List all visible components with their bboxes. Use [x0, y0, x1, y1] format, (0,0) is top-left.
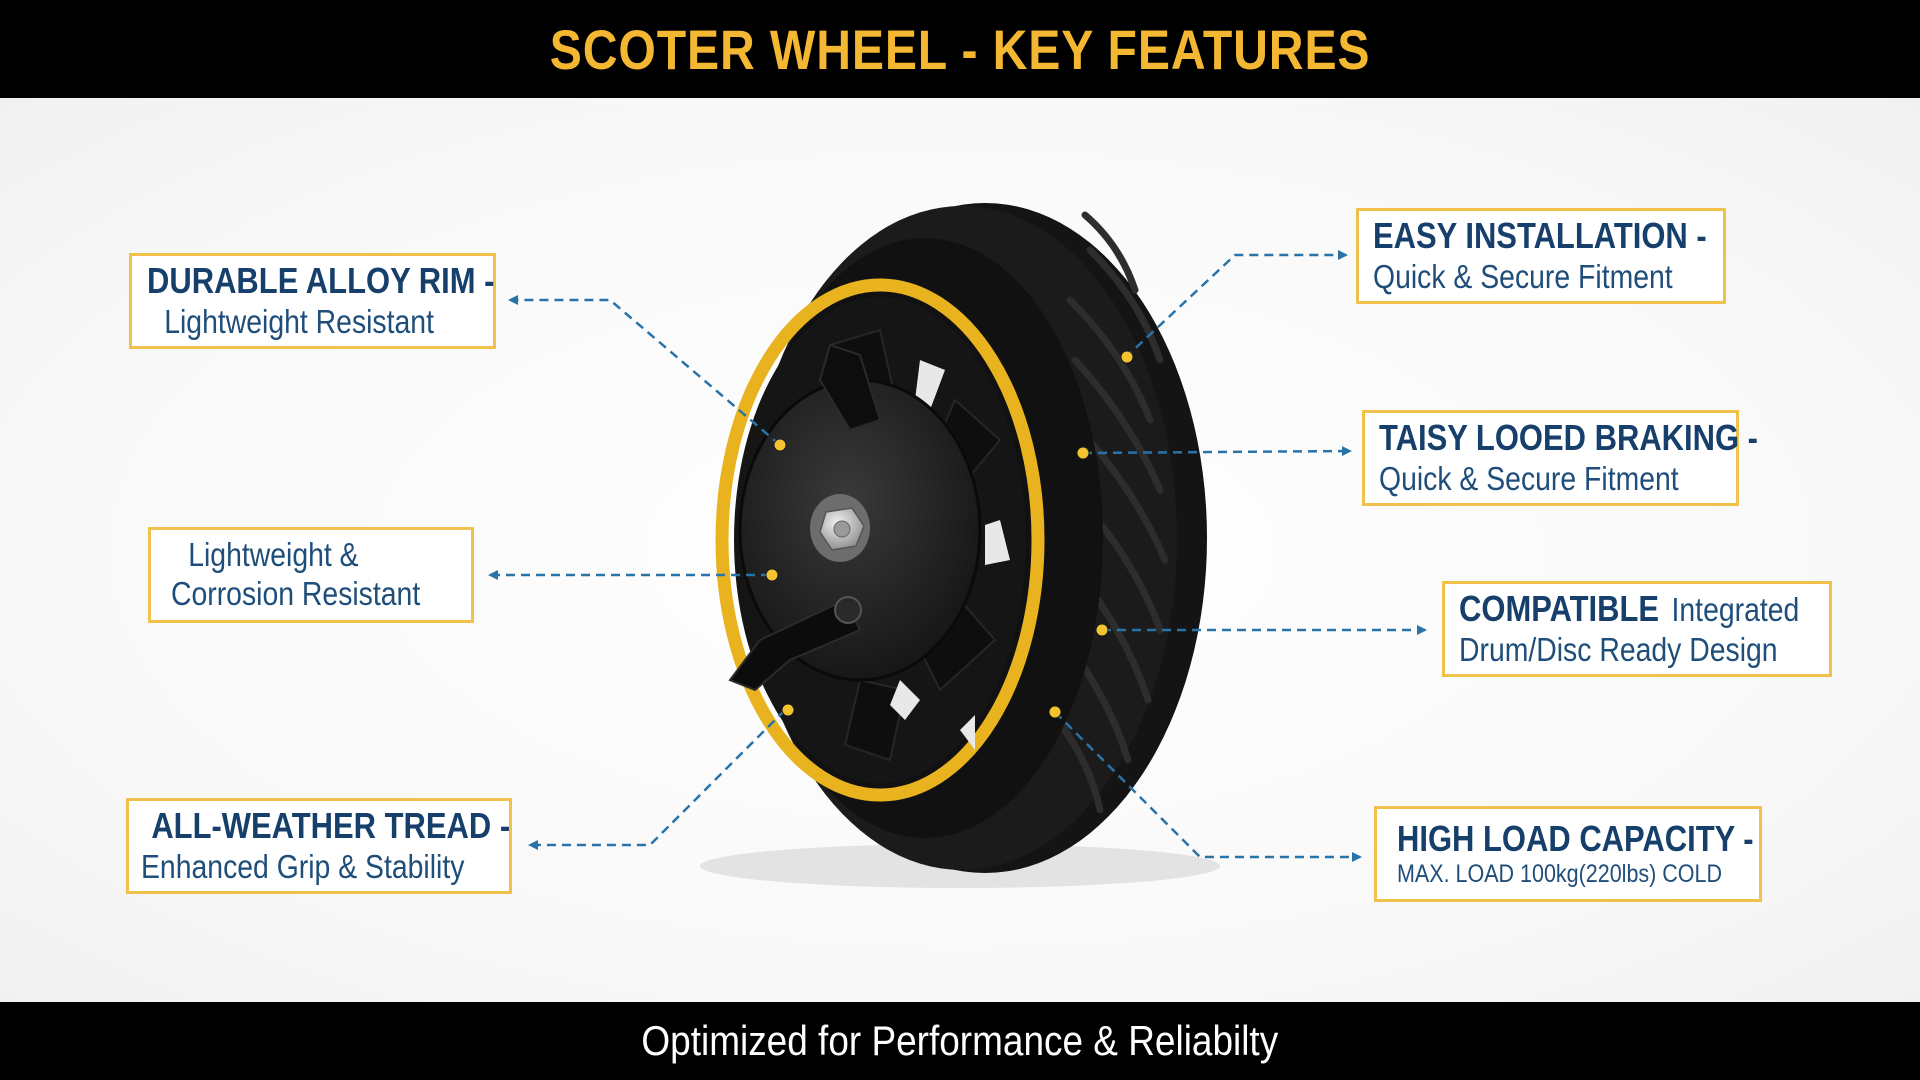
callout-durable-alloy-rim: DURABLE ALLOY RIM - Lightweight Resistan…	[129, 253, 496, 349]
footer-bar: Optimized for Performance & Reliabilty	[0, 1002, 1920, 1080]
callout-corrosion-line1: Lightweight &	[188, 536, 359, 574]
callout-easy-installation: EASY INSTALLATION - Quick & Secure Fitme…	[1356, 208, 1726, 304]
feature-dots	[765, 350, 1134, 719]
callout-compatible-heading-rest: Integrated	[1671, 591, 1800, 629]
callout-all-weather-tread: ALL-WEATHER TREAD - Enhanced Grip & Stab…	[126, 798, 512, 894]
callout-braking-subtext: Quick & Secure Fitment	[1379, 459, 1679, 497]
dot-braking	[1076, 446, 1090, 460]
callout-rim-heading: DURABLE ALLOY RIM -	[147, 260, 495, 302]
callout-install-heading: EASY INSTALLATION -	[1373, 215, 1707, 257]
callout-tread-subtext: Enhanced Grip & Stability	[141, 847, 465, 885]
connectors	[488, 250, 1427, 862]
connector-tread	[528, 709, 786, 850]
callout-high-load-capacity: HIGH LOAD CAPACITY - MAX. LOAD 100kg(220…	[1374, 806, 1762, 902]
callout-corrosion-line2: Corrosion Resistant	[171, 575, 421, 612]
callout-rim-subtext: Lightweight Resistant	[164, 302, 434, 340]
footer-tagline: Optimized for Performance & Reliabilty	[641, 1017, 1279, 1064]
rim-stripe	[715, 278, 1045, 802]
dot-rim	[773, 438, 787, 452]
dot-tread	[781, 703, 795, 717]
title-bar: SCOTER WHEEL - KEY FEATURES	[0, 0, 1920, 98]
callout-braking: TAISY LOOED BRAKING - Quick & Secure Fit…	[1362, 410, 1758, 506]
callout-load-subtext: MAX. LOAD 100kg(220lbs) COLD	[1397, 860, 1723, 889]
callout-install-subtext: Quick & Secure Fitment	[1373, 257, 1673, 295]
callout-compatible-heading: COMPATIBLE	[1459, 588, 1660, 630]
callout-tread-heading: ALL-WEATHER TREAD -	[151, 805, 511, 847]
dot-compatible	[1095, 623, 1109, 637]
connector-rim	[508, 295, 781, 446]
dot-load	[1048, 705, 1062, 719]
rim-openings	[890, 360, 1010, 750]
axle-nut	[810, 494, 870, 562]
connector-load	[1054, 711, 1362, 862]
callout-compatible: COMPATIBLE Integrated Drum/Disc Ready De…	[1442, 581, 1832, 677]
callout-corrosion-resistant: Lightweight & Corrosion Resistant	[148, 527, 474, 623]
callout-compatible-subtext: Drum/Disc Ready Design	[1459, 630, 1778, 668]
callout-braking-heading: TAISY LOOED BRAKING -	[1379, 417, 1758, 459]
callout-load-heading: HIGH LOAD CAPACITY -	[1397, 818, 1754, 860]
brake-arm	[728, 598, 862, 692]
connector-install	[1124, 250, 1348, 359]
page-title: SCOTER WHEEL - KEY FEATURES	[549, 17, 1371, 81]
dot-corrosion	[765, 568, 779, 582]
dot-install	[1120, 350, 1134, 364]
